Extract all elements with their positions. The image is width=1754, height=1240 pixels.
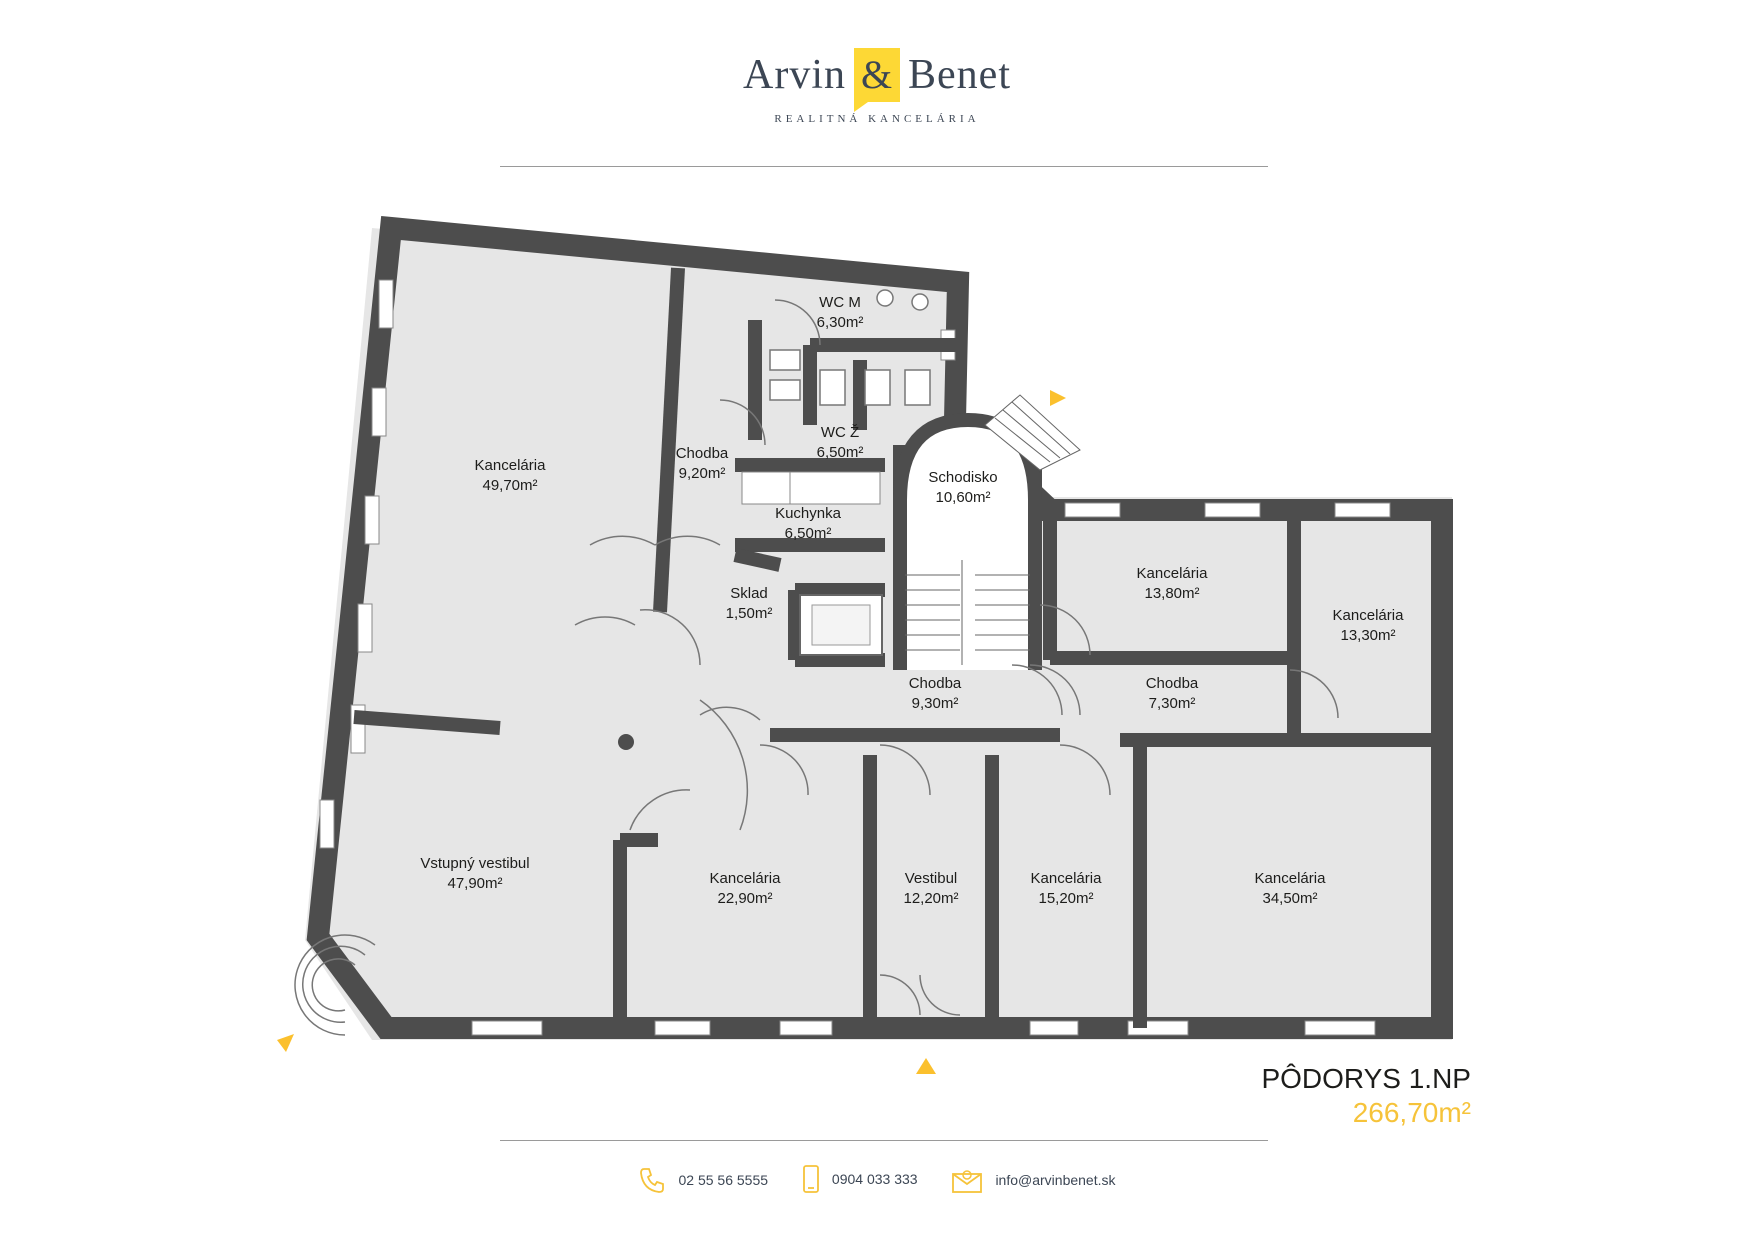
room-name-kancelaria-4: Kancelária [710, 870, 782, 887]
brand-name-part1: Arvin [743, 52, 847, 99]
entrance-arrow-icon [277, 1034, 294, 1052]
column [618, 734, 634, 750]
room-area-wc-m: 6,30m² [817, 314, 864, 331]
room-name-schodisko: Schodisko [928, 469, 997, 486]
contact-email-text: info@arvinbenet.sk [995, 1172, 1116, 1188]
entrance-arrow-icon [1050, 390, 1066, 406]
stair-tower [893, 394, 1081, 670]
doors [574, 299, 1339, 1016]
contact-phone[interactable]: 02 55 56 5555 [638, 1166, 768, 1194]
room-name-chodba-1: Chodba [676, 445, 729, 462]
contact-phone-text: 02 55 56 5555 [678, 1172, 769, 1188]
room-name-kancelaria-3: Kancelária [1333, 607, 1405, 624]
room-name-kancelaria-5: Kancelária [1031, 870, 1103, 887]
room-area-vstupny-vestibul: 47,90m² [447, 875, 502, 892]
brand-logo: Arvin&Benet REALITNÁ KANCELÁRIA [0, 44, 1754, 125]
room-area-kancelaria-6: 34,50m² [1262, 890, 1317, 907]
brand-ampersand: & [854, 48, 901, 113]
entrance-arrows [277, 390, 1066, 1074]
room-name-wc-m: WC M [819, 294, 861, 311]
top-divider [500, 166, 1268, 167]
brand-tagline: REALITNÁ KANCELÁRIA [774, 113, 980, 126]
room-area-schodisko: 10,60m² [935, 489, 990, 506]
contact-mobile-text: 0904 033 333 [831, 1171, 918, 1187]
room-area-sklad: 1,50m² [726, 605, 773, 622]
room-name-kancelaria-2: Kancelária [1137, 565, 1209, 582]
room-area-vestibul: 12,20m² [903, 890, 958, 907]
plan-title-block: PÔDORYS 1.NP 266,70m² [1261, 1062, 1471, 1130]
contact-bar: 02 55 56 5555 0904 033 333 info@arvinben… [0, 1164, 1754, 1197]
room-name-kancelaria-6: Kancelária [1255, 870, 1327, 887]
bay-window [294, 934, 376, 1036]
room-name-vestibul: Vestibul [905, 870, 958, 887]
room-name-chodba-3: Chodba [1146, 675, 1199, 692]
room-name-kuchynka: Kuchynka [775, 505, 842, 522]
entrance-arrow-icon [916, 1058, 936, 1074]
plan-total-area: 266,70m² [1352, 1097, 1471, 1128]
contact-mobile[interactable]: 0904 033 333 [802, 1164, 918, 1194]
mobile-icon [803, 1165, 819, 1193]
room-area-kuchynka: 6,50m² [785, 525, 832, 542]
room-name-vstupny-vestibul: Vstupný vestibul [420, 855, 529, 872]
room-area-wc-z: 6,50m² [817, 444, 864, 461]
room-name-kancelaria-1: Kancelária [475, 457, 547, 474]
room-name-sklad: Sklad [730, 585, 768, 602]
room-area-kancelaria-5: 15,20m² [1038, 890, 1093, 907]
room-area-kancelaria-3: 13,30m² [1340, 627, 1395, 644]
kitchen-counter [741, 471, 881, 505]
brand-name: Arvin&Benet [0, 44, 1754, 113]
room-area-kancelaria-4: 22,90m² [717, 890, 772, 907]
windows [319, 279, 1391, 1036]
elevator [799, 594, 883, 656]
plan-title: PÔDORYS 1.NP [1261, 1063, 1471, 1094]
contact-email[interactable]: info@arvinbenet.sk [951, 1166, 1116, 1194]
room-area-kancelaria-2: 13,80m² [1144, 585, 1199, 602]
room-labels: Kancelária 49,70m² Chodba 9,20m² WC M 6,… [420, 294, 1404, 907]
room-area-chodba-1: 9,20m² [679, 465, 726, 482]
room-area-chodba-2: 9,30m² [912, 695, 959, 712]
phone-icon [640, 1168, 665, 1193]
wc-fixtures [769, 289, 931, 406]
brand-name-part2: Benet [908, 52, 1011, 99]
room-name-wc-z: WC Ž [821, 424, 859, 441]
room-area-kancelaria-1: 49,70m² [482, 477, 537, 494]
bottom-divider [500, 1140, 1268, 1141]
room-name-chodba-2: Chodba [909, 675, 962, 692]
email-icon [952, 1170, 983, 1193]
room-area-chodba-3: 7,30m² [1149, 695, 1196, 712]
